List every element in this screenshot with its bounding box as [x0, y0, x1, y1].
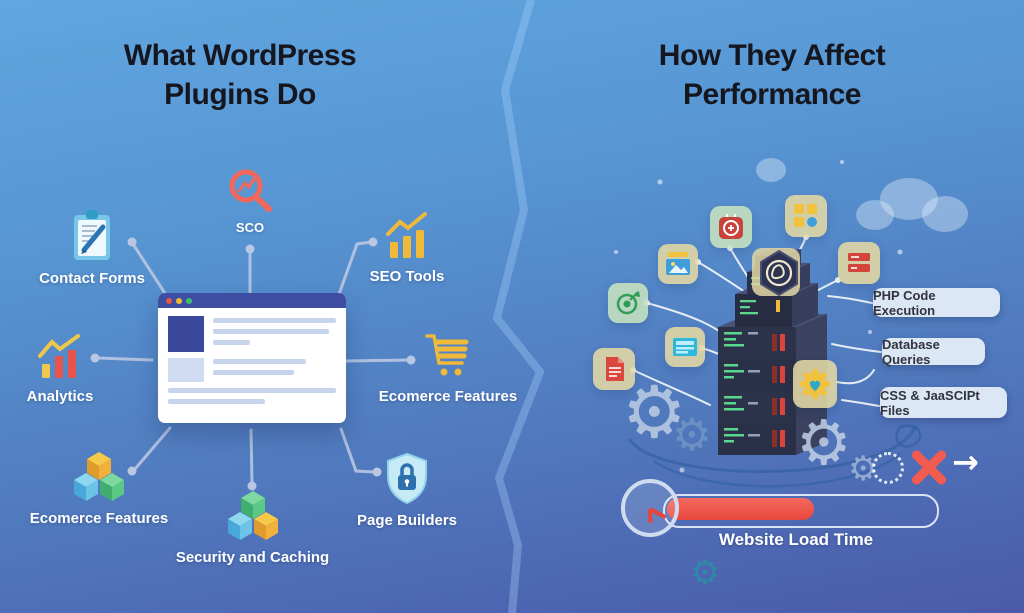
- stacked-cubes-icon: [74, 452, 124, 501]
- node-sco: SCO: [190, 167, 310, 236]
- cloud-puff: [756, 158, 786, 182]
- node-ecommerce-cubes: Ecomerce Features: [19, 452, 179, 527]
- load-time-bar: [663, 494, 939, 528]
- cloud-puff: [922, 196, 968, 232]
- plug-plugin-tile: [710, 206, 752, 248]
- node-label: Ecomerce Features: [29, 510, 169, 527]
- clipboard-pen-icon: [74, 210, 110, 260]
- blocks-plugin-tile: [838, 242, 880, 284]
- file-plugin-icon: [606, 357, 624, 381]
- image-placeholder: [168, 316, 204, 352]
- error-x-icon: [906, 444, 952, 490]
- gear-heart-plugin-icon: [800, 369, 830, 399]
- node-label: SCO: [235, 220, 265, 235]
- puzzle-plugin-icon: [794, 204, 817, 227]
- blocks-plugin-icon: [848, 253, 870, 272]
- card-plugin-tile: [665, 327, 705, 367]
- server-stack-illustration: [628, 248, 922, 488]
- node-security-caching: Security and Caching: [160, 491, 345, 566]
- clock-icon: [621, 479, 679, 537]
- image-plugin-icon: [666, 252, 690, 275]
- gear-heart-plugin-tile: [793, 360, 837, 408]
- load-time-fill: [667, 498, 814, 520]
- callout-assets-label: CSS & JaaSCIPt Files: [880, 387, 980, 418]
- gear-icon: ⚙: [796, 406, 852, 479]
- puzzle-plugin-tile: [785, 195, 827, 237]
- node-label: Ecomerce Features: [378, 388, 518, 405]
- growth-chart-icon: [386, 212, 427, 258]
- traffic-light-red-icon: [166, 297, 172, 304]
- browser-content: [158, 308, 346, 412]
- cloud-puff: [880, 178, 938, 220]
- node-label: Page Builders: [356, 512, 458, 529]
- node-label: SEO Tools: [369, 268, 445, 285]
- file-plugin-tile: [593, 348, 635, 390]
- stacked-cubes-icon: [227, 491, 278, 540]
- node-label: Contact Forms: [39, 270, 145, 287]
- node-analytics: Analytics: [0, 332, 120, 405]
- shield-lock-icon: [387, 452, 427, 504]
- arrow-right-icon: →: [952, 443, 979, 481]
- node-contact-forms: Contact Forms: [17, 210, 167, 287]
- hexagon-badge: [760, 249, 798, 297]
- traffic-light-green-icon: [186, 297, 192, 304]
- target-plugin-icon: [616, 291, 640, 315]
- node-label: Security and Caching: [175, 549, 330, 566]
- browser-titlebar: [158, 293, 346, 308]
- callout-database-label: Database Queries: [882, 336, 940, 367]
- node-ecommerce-cart: Ecomerce Features: [368, 332, 528, 405]
- search-magnifier-icon: [229, 169, 272, 212]
- callout-php-label: PHP Code Execution: [873, 287, 936, 318]
- card-plugin-icon: [673, 338, 697, 356]
- callout-assets: CSS & JaaSCIPt Files: [880, 387, 1007, 418]
- image-placeholder: [168, 358, 204, 382]
- load-time-label: Website Load Time: [718, 530, 874, 549]
- callout-database: Database Queries: [882, 336, 985, 367]
- traffic-light-yellow-icon: [176, 297, 182, 304]
- image-plugin-tile: [658, 244, 698, 284]
- gear-icon: ⚙: [622, 370, 687, 454]
- node-label: Analytics: [26, 388, 94, 405]
- target-plugin-tile: [608, 283, 648, 323]
- analytics-chart-icon: [38, 334, 80, 378]
- callout-php: PHP Code Execution: [873, 287, 1000, 318]
- plug-plugin-icon: [719, 214, 743, 239]
- left-title: What WordPress Plugins Do: [123, 39, 357, 111]
- node-seo-tools: SEO Tools: [337, 212, 477, 285]
- node-page-builders: Page Builders: [337, 452, 477, 529]
- browser-mockup: [158, 293, 346, 423]
- right-title: How They Affect Performance: [658, 39, 886, 111]
- gear-icon: ⚙: [690, 553, 721, 593]
- cloud-puff: [856, 200, 894, 230]
- shopping-cart-icon: [425, 334, 469, 376]
- gear-icon: ⚙: [672, 410, 712, 461]
- loading-dots-icon: [872, 452, 904, 484]
